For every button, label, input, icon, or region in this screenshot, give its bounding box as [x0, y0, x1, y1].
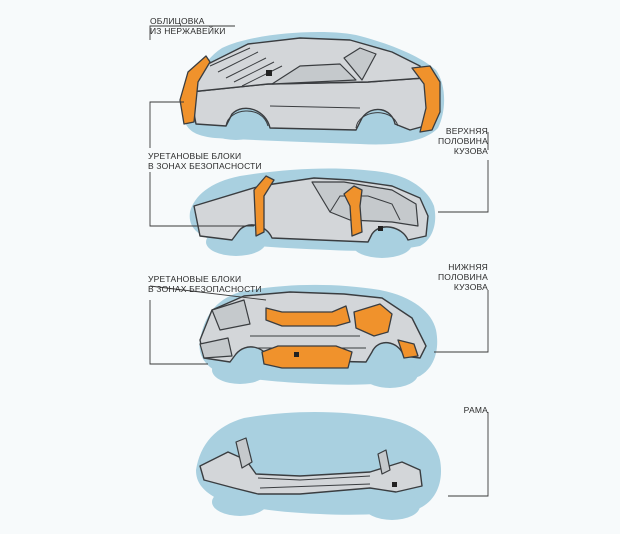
label-urethane-blocks-lower: УРЕТАНОВЫЕ БЛОКИ В ЗОНАХ БЕЗОПАСНОСТИ: [148, 274, 262, 294]
label-line: РАМА: [463, 405, 488, 415]
label-line: КУЗОВА: [453, 146, 488, 156]
label-urethane-blocks-upper: УРЕТАНОВЫЕ БЛОКИ В ЗОНАХ БЕЗОПАСНОСТИ: [148, 151, 262, 171]
label-line: В ЗОНАХ БЕЗОПАСНОСТИ: [148, 284, 262, 294]
label-line: ИЗ НЕРЖАВЕЙКИ: [150, 26, 226, 36]
label-line: УРЕТАНОВЫЕ БЛОКИ: [148, 274, 242, 284]
upper-body-illustration: [189, 168, 436, 258]
complete-car-illustration: [179, 32, 445, 145]
label-line: УРЕТАНОВЫЕ БЛОКИ: [148, 151, 242, 161]
label-line: НИЖНЯЯ: [448, 262, 488, 272]
label-frame: РАМА: [464, 405, 488, 415]
label-line: ОБЛИЦОВКА: [150, 16, 205, 26]
label-stainless-cladding: ОБЛИЦОВКА ИЗ НЕРЖАВЕЙКИ: [150, 16, 226, 36]
label-line: В ЗОНАХ БЕЗОПАСНОСТИ: [148, 161, 262, 171]
lower-body-illustration: [199, 284, 438, 388]
label-upper-body: ВЕРХНЯЯ ПОЛОВИНА КУЗОВА: [438, 126, 488, 156]
label-line: ВЕРХНЯЯ: [445, 126, 488, 136]
label-line: ПОЛОВИНА: [437, 272, 488, 282]
label-lower-body: НИЖНЯЯ ПОЛОВИНА КУЗОВА: [438, 262, 488, 292]
frame-illustration: [196, 412, 442, 520]
leader-lines: [149, 25, 489, 497]
label-line: КУЗОВА: [453, 282, 488, 292]
label-line: ПОЛОВИНА: [437, 136, 488, 146]
